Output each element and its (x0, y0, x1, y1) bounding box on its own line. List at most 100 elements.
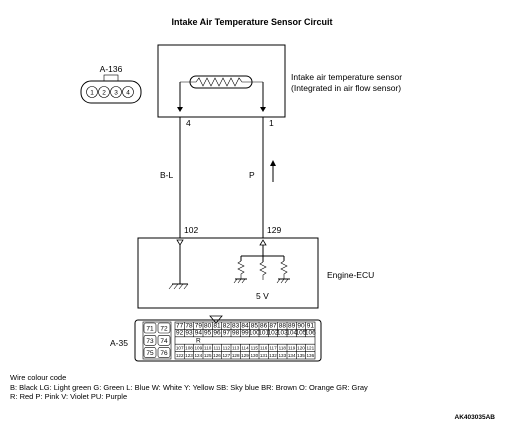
ecu-pin-number: 81 (213, 322, 221, 329)
ecu-box (137, 237, 319, 309)
ecu-pin-number: 130 (250, 353, 258, 358)
ecu-pin-number: 97 (223, 330, 231, 337)
ecu-pin-number: 85 (251, 322, 259, 329)
ecu-pin-number: 90 (297, 322, 305, 329)
ecu-pin-number: 133 (278, 353, 286, 358)
ecu-pin-number: 88 (279, 322, 287, 329)
ecu-pin-cell (157, 334, 171, 346)
sensor-connector-icon: 1 2 3 4 (80, 74, 142, 104)
ecu-terminal-129: 129 (267, 225, 281, 235)
ecu-pin-number: 123 (185, 353, 193, 358)
ecu-pin-number: 98 (232, 330, 240, 337)
ecu-pin-number: 100 (249, 330, 260, 337)
ecu-pin-cell (143, 347, 157, 358)
ecu-pin-number: 73 (146, 338, 154, 345)
ground-icon (276, 278, 290, 284)
diagram-title: Intake Air Temperature Sensor Circuit (171, 17, 332, 27)
ecu-pin-number: 92 (176, 330, 184, 337)
ecu-pin-number: 99 (241, 330, 249, 337)
sensor-connector-pin: 1 (90, 90, 94, 97)
sensor-terminal-1: 1 (269, 118, 274, 128)
ecu-pin-number: 94 (195, 330, 203, 337)
ecu-pin-number: 71 (146, 326, 154, 333)
ecu-pin-number: 118 (279, 346, 287, 351)
sensor-connector-pin: 2 (102, 90, 106, 97)
ecu-pin-number: 74 (160, 338, 168, 345)
legend-heading: Wire colour code (10, 373, 66, 382)
current-direction-arrow-icon (270, 160, 276, 182)
ecu-pin-number: 135 (297, 353, 305, 358)
ecu-pin-number: 126 (213, 353, 221, 358)
ecu-pin-number: 72 (160, 326, 168, 333)
ecu-pin-number: 120 (297, 346, 305, 351)
ecu-pin-number: 121 (306, 346, 314, 351)
ecu-connector-label: A-35 (110, 338, 128, 348)
ecu-pin-number: 134 (288, 353, 296, 358)
ecu-pin-number: 110 (204, 346, 212, 351)
ecu-pin-number: 112 (223, 346, 231, 351)
ecu-pin-number: 109 (194, 346, 202, 351)
ecu-row-mark: R (196, 338, 201, 345)
ecu-pin-number: 93 (185, 330, 193, 337)
sensor-name: Intake air temperature sensor (291, 72, 402, 82)
ecu-pin-number: 87 (269, 322, 277, 329)
ecu-pin-number: 131 (260, 353, 268, 358)
ecu-pin-number: 111 (214, 346, 221, 351)
ecu-pin-number: 129 (241, 353, 249, 358)
ecu-pin-number: 86 (260, 322, 268, 329)
wire-color-p: P (249, 170, 255, 180)
sensor-connector-pin: 4 (126, 90, 130, 97)
ecu-pin-number: 124 (194, 353, 202, 358)
ecu-name: Engine-ECU (327, 270, 374, 280)
sensor-name-note: (Integrated in air flow sensor) (291, 83, 401, 93)
wire-color-b-l: B-L (160, 170, 174, 180)
ecu-pin-number: 128 (232, 353, 240, 358)
ecu-pin-number: 91 (307, 322, 315, 329)
sensor-terminal-4: 4 (186, 118, 191, 128)
legend-colors-line1: B: Black LG: Light green G: Green L: Blu… (10, 383, 368, 392)
sensor-connector-label: A-136 (100, 64, 123, 74)
ecu-pin-number: 116 (260, 346, 268, 351)
supply-voltage: 5 V (256, 291, 269, 301)
ecu-pin-number: 117 (269, 346, 277, 351)
ecu-pin-number: 113 (232, 346, 240, 351)
resistor-icon (237, 260, 245, 279)
ecu-pin-number: 115 (251, 346, 259, 351)
ecu-pin-number: 102 (268, 330, 279, 337)
ecu-pin-number: 107 (176, 346, 184, 351)
ecu-pin-number: 76 (160, 350, 168, 357)
sensor-box (157, 44, 286, 118)
ecu-pin-number: 127 (222, 353, 230, 358)
ecu-pin-cell (143, 322, 157, 334)
resistor-icon (259, 261, 267, 280)
ground-icon (168, 283, 189, 290)
ecu-pin-cell (143, 334, 157, 346)
ecu-pin-number: 114 (241, 346, 249, 351)
resistor-icon (280, 260, 288, 279)
ecu-pin-cell (157, 347, 171, 358)
ecu-pin-number: 83 (232, 322, 240, 329)
sensor-connector-pin: 3 (114, 90, 118, 97)
ecu-pin-number: 119 (288, 346, 296, 351)
ecu-pin-number: 106 (305, 330, 316, 337)
ecu-pin-number: 122 (176, 353, 184, 358)
ecu-pin-number: 108 (185, 346, 193, 351)
ecu-pin-number: 79 (195, 322, 203, 329)
figure-code: AK403035AB (455, 414, 496, 421)
ecu-pin-number: 132 (269, 353, 277, 358)
ecu-pin-number: 77 (176, 322, 184, 329)
ecu-pin-number: 84 (241, 322, 249, 329)
ecu-pin-number: 75 (146, 350, 154, 357)
ecu-pin-number: 105 (296, 330, 307, 337)
thermistor-icon (180, 75, 263, 89)
ground-icon (233, 278, 247, 284)
ecu-pin-number: 80 (204, 322, 212, 329)
ecu-pin-number: 101 (258, 330, 269, 337)
ecu-pin-number: 78 (185, 322, 193, 329)
ecu-pin-number: 104 (286, 330, 297, 337)
ecu-pin-number: 136 (306, 353, 314, 358)
ecu-terminal-102: 102 (184, 225, 198, 235)
ecu-pin-number: 125 (204, 353, 212, 358)
ecu-pin-number: 82 (223, 322, 231, 329)
